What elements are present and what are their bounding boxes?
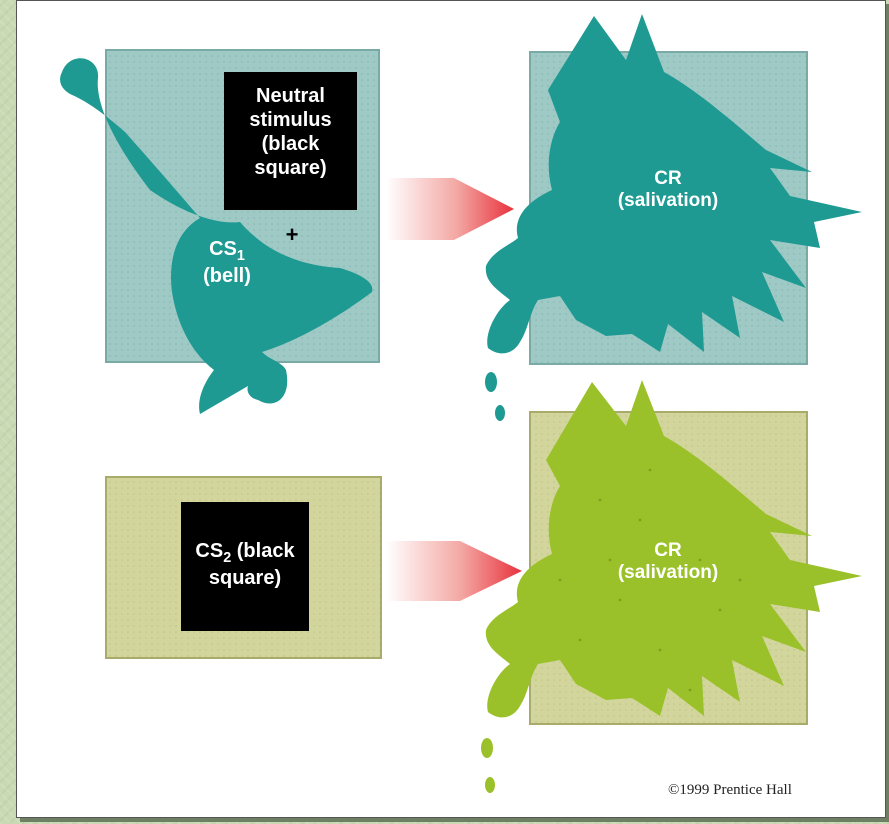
cr-label-bottom: CR (salivation) <box>617 540 719 583</box>
bell-icon <box>60 58 373 414</box>
arrow-bottom <box>386 541 522 601</box>
dog-head-texture <box>558 468 742 692</box>
cs2-black-square <box>181 502 309 631</box>
drop-icon <box>495 405 505 421</box>
dog-head-icon <box>481 380 862 793</box>
cr-label-top: CR (salivation) <box>617 168 719 211</box>
neutral-stimulus-square <box>224 72 357 210</box>
drop-icon <box>481 738 493 758</box>
arrow-top <box>386 178 514 240</box>
cs2-label: CS2 (black square) <box>195 540 295 589</box>
drop-icon <box>485 777 495 793</box>
plus-sign: + <box>285 222 299 247</box>
neutral-stimulus-label: Neutral stimulus (black square) <box>249 85 332 179</box>
copyright-notice: ©1999 Prentice Hall <box>668 782 792 798</box>
dog-head-icon <box>485 14 862 421</box>
drop-icon <box>485 372 497 392</box>
cs1-label: CS1 (bell) <box>203 238 251 287</box>
